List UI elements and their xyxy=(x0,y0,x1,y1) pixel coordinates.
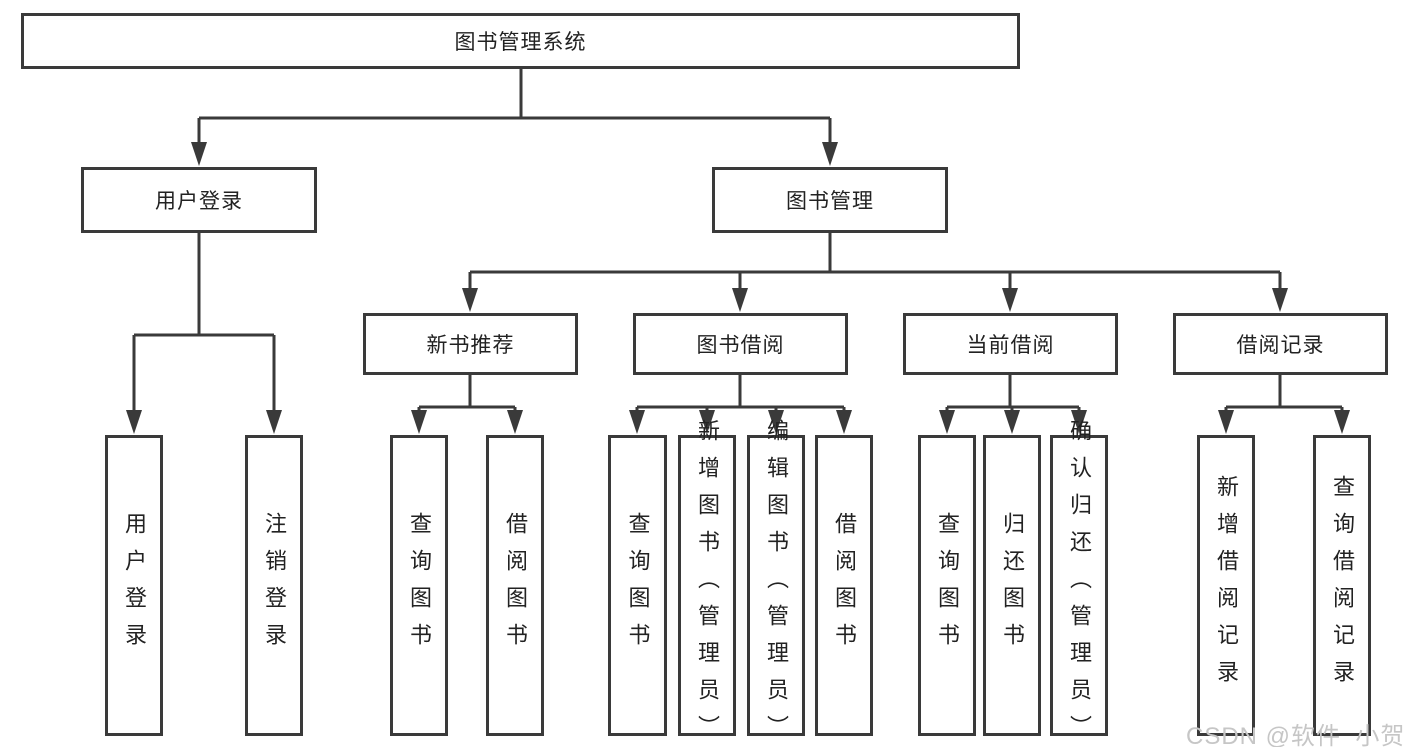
node-borrow-records: 借阅记录 xyxy=(1173,313,1388,375)
node-book-borrow: 图书借阅 xyxy=(633,313,848,375)
node-leaf-borrow-books-2: 借阅图书 xyxy=(815,435,873,736)
node-root: 图书管理系统 xyxy=(21,13,1020,69)
node-leaf-query-borrow-record: 查询借阅记录 xyxy=(1313,435,1371,736)
arrowhead-icons xyxy=(126,142,1350,434)
node-leaf-confirm-return-admin: 确认归还（管理员） xyxy=(1050,419,1108,747)
node-leaf-query-books-1: 查询图书 xyxy=(390,435,448,736)
node-leaf-return-books: 归还图书 xyxy=(983,435,1041,736)
node-leaf-logout: 注销登录 xyxy=(245,435,303,736)
node-leaf-query-books-3: 查询图书 xyxy=(918,435,976,736)
node-user-login: 用户登录 xyxy=(81,167,317,233)
node-book-management: 图书管理 xyxy=(712,167,948,233)
watermark: CSDN @软件_小贺同学 xyxy=(1186,723,1405,747)
node-leaf-add-books-admin: 新增图书（管理员） xyxy=(678,419,736,747)
node-leaf-add-borrow-record: 新增借阅记录 xyxy=(1197,435,1255,736)
node-current-borrow: 当前借阅 xyxy=(903,313,1118,375)
node-leaf-query-books-2: 查询图书 xyxy=(608,435,667,736)
node-new-book-recommend: 新书推荐 xyxy=(363,313,578,375)
node-leaf-borrow-books-1: 借阅图书 xyxy=(486,435,544,736)
node-leaf-user-login: 用户登录 xyxy=(105,435,163,736)
node-leaf-edit-books-admin: 编辑图书（管理员） xyxy=(747,419,805,747)
